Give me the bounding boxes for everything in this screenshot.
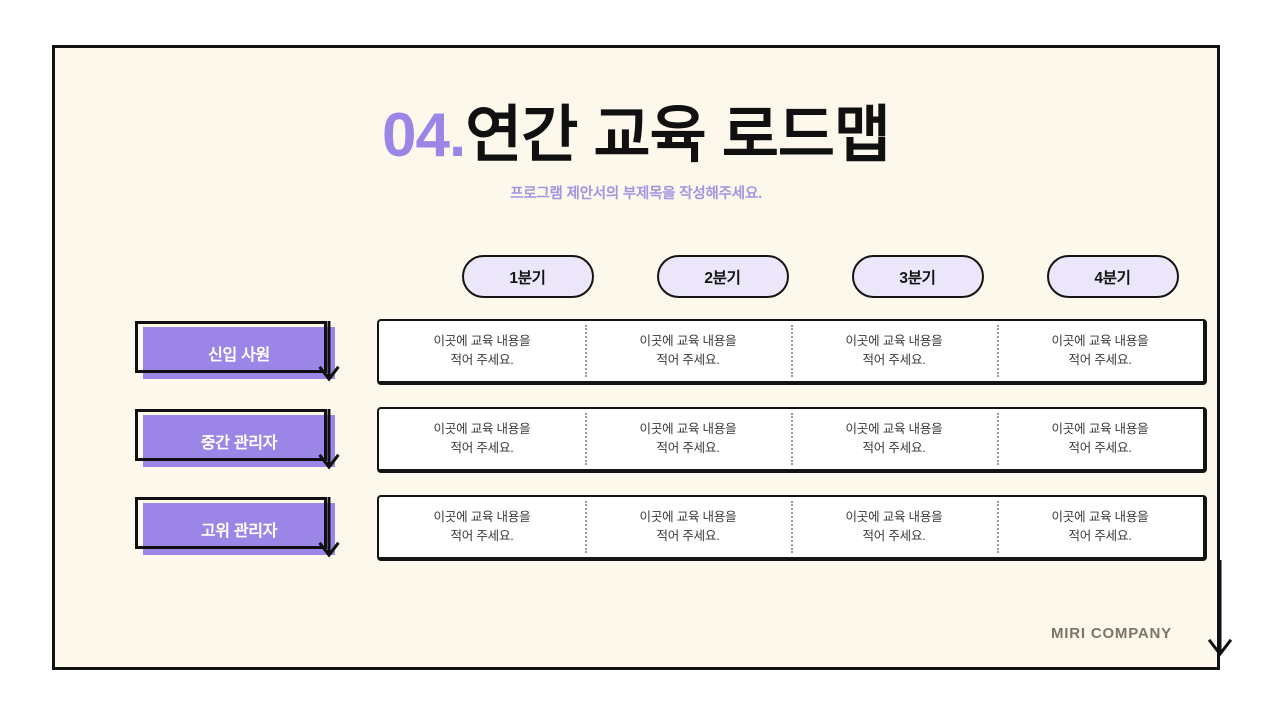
table-row: 신입 사원 이곳에 교육 내용을 적어 주세요. 이곳에 교육 내용을 적어 주… [55,319,1217,409]
content-cell[interactable]: 이곳에 교육 내용을 적어 주세요. [585,409,791,469]
arrow-down-icon [318,321,340,382]
quarter-slot: 2분기 [625,255,820,298]
brand-label: MIRI COMPANY [1051,625,1172,642]
quarter-slot: 1분기 [430,255,625,298]
content-cell[interactable]: 이곳에 교육 내용을 적어 주세요. [997,409,1203,469]
quarter-pill-2[interactable]: 2분기 [656,255,789,298]
page-title-text: 연간 교육 로드맵 [465,101,891,170]
stage-label: 중간 관리자 [200,435,278,452]
arrow-down-icon [1207,560,1233,657]
page-title-number: 04. [382,101,466,170]
table-row: 중간 관리자 이곳에 교육 내용을 적어 주세요. 이곳에 교육 내용을 적어 … [55,407,1217,497]
content-strip: 이곳에 교육 내용을 적어 주세요. 이곳에 교육 내용을 적어 주세요. 이곳… [377,407,1207,473]
arrow-down-icon [318,497,340,558]
stage-block[interactable]: 신입 사원 [135,321,340,382]
arrow-down-icon [318,409,340,470]
content-cell[interactable]: 이곳에 교육 내용을 적어 주세요. [433,510,531,543]
content-cell[interactable]: 이곳에 교육 내용을 적어 주세요. [791,497,997,557]
slide-frame: 04.연간 교육 로드맵 프로그램 제안서의 부제목을 작성해주세요. 1분기 … [52,45,1220,670]
quarter-slot: 3분기 [820,255,1015,298]
content-cell[interactable]: 이곳에 교육 내용을 적어 주세요. [585,321,791,381]
page-title: 04.연간 교육 로드맵 [55,103,1217,168]
content-cell[interactable]: 이곳에 교육 내용을 적어 주세요. [585,497,791,557]
content-cell[interactable]: 이곳에 교육 내용을 적어 주세요. [997,497,1203,557]
stage-outline [135,497,327,549]
content-cell[interactable]: 이곳에 교육 내용을 적어 주세요. [997,321,1203,381]
page-subtitle: 프로그램 제안서의 부제목을 작성해주세요. [510,186,762,203]
quarter-pill-3[interactable]: 3분기 [851,255,984,298]
roadmap-rows: 신입 사원 이곳에 교육 내용을 적어 주세요. 이곳에 교육 내용을 적어 주… [55,319,1217,585]
stage-block[interactable]: 고위 관리자 [135,497,340,558]
stage-block[interactable]: 중간 관리자 [135,409,340,470]
content-cell[interactable]: 이곳에 교육 내용을 적어 주세요. [433,422,531,455]
content-cell[interactable]: 이곳에 교육 내용을 적어 주세요. [791,321,997,381]
content-cell[interactable]: 이곳에 교육 내용을 적어 주세요. [433,334,531,367]
quarter-pill-1[interactable]: 1분기 [461,255,594,298]
stage-outline [135,321,327,373]
slide-header: 04.연간 교육 로드맵 프로그램 제안서의 부제목을 작성해주세요. [55,103,1217,203]
content-strip: 이곳에 교육 내용을 적어 주세요. 이곳에 교육 내용을 적어 주세요. 이곳… [377,495,1207,561]
stage-label: 고위 관리자 [200,523,278,540]
quarter-pill-4[interactable]: 4분기 [1046,255,1179,298]
table-row: 고위 관리자 이곳에 교육 내용을 적어 주세요. 이곳에 교육 내용을 적어 … [55,495,1217,585]
quarter-header-row: 1분기 2분기 3분기 4분기 [430,255,1210,298]
stage-outline [135,409,327,461]
content-cell[interactable]: 이곳에 교육 내용을 적어 주세요. [791,409,997,469]
content-strip: 이곳에 교육 내용을 적어 주세요. 이곳에 교육 내용을 적어 주세요. 이곳… [377,319,1207,385]
stage-label: 신입 사원 [208,347,270,364]
quarter-slot: 4분기 [1015,255,1210,298]
